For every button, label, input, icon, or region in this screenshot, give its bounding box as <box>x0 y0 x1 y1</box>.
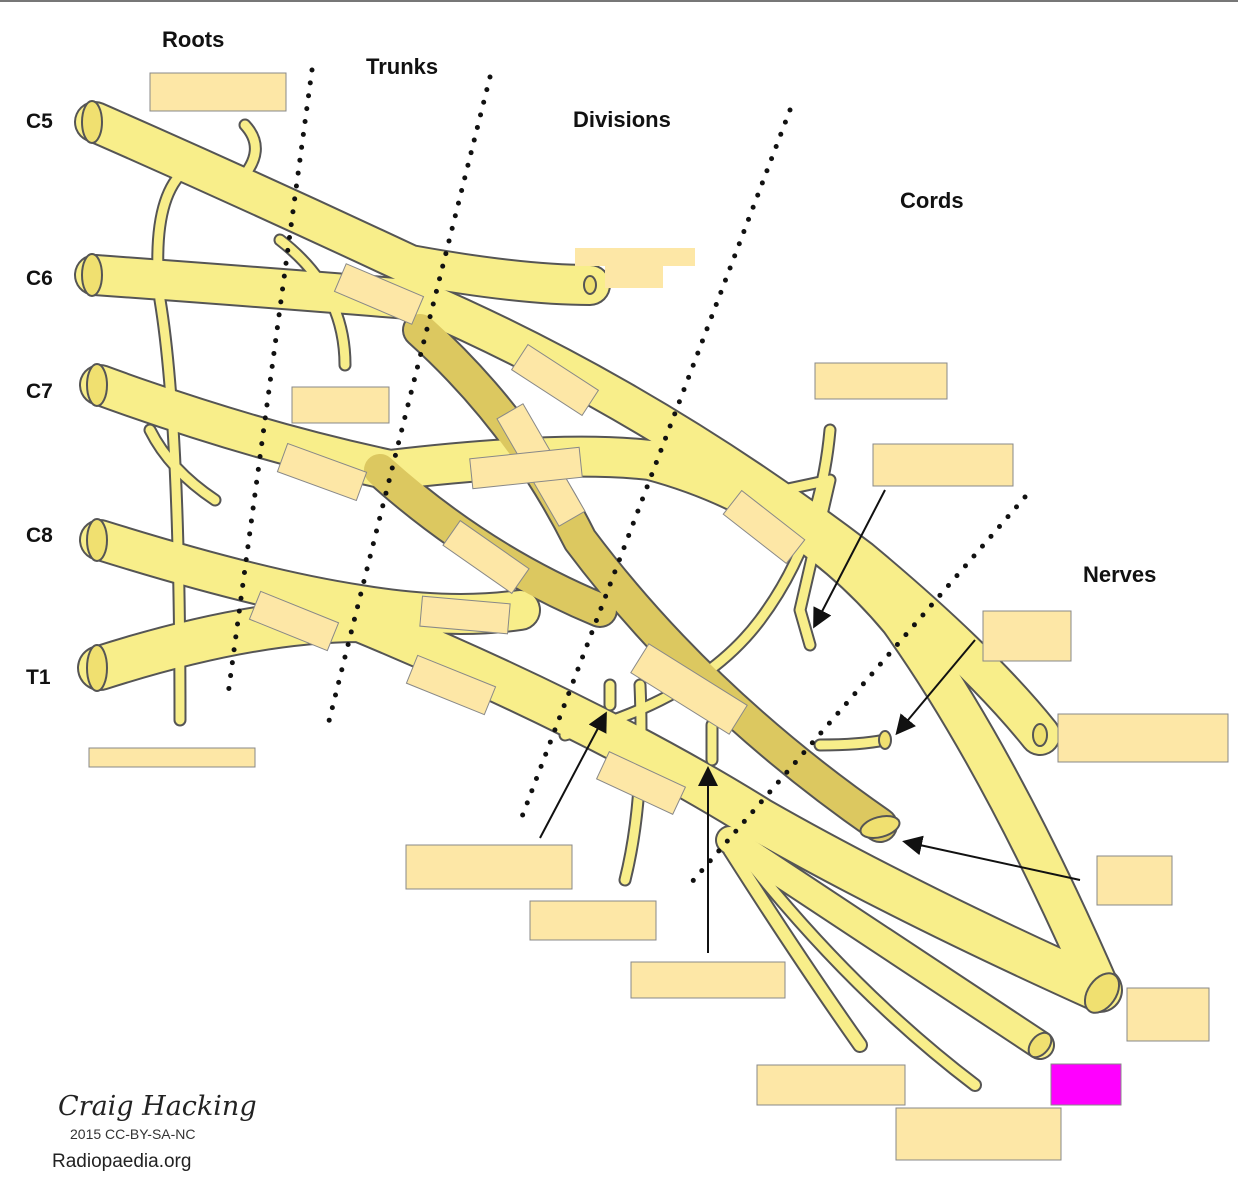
credit-site: Radiopaedia.org <box>52 1151 191 1172</box>
pointer-arrows <box>539 489 1081 953</box>
blank-box <box>895 1107 1062 1161</box>
blank-box <box>1057 713 1229 763</box>
heading-roots: Roots <box>162 27 224 52</box>
blank-box <box>595 750 687 816</box>
blank-box <box>872 443 1014 487</box>
blank-box <box>630 961 786 999</box>
blank-box <box>248 590 340 652</box>
blank-box <box>405 654 497 716</box>
heading-cords: Cords <box>900 188 964 213</box>
blank-box <box>982 610 1072 662</box>
heading-divisions: Divisions <box>573 107 671 132</box>
blank-box <box>814 362 948 400</box>
highlight-box <box>1050 1063 1122 1106</box>
blank-box <box>605 266 663 288</box>
blank-box <box>442 519 530 595</box>
root-label-c6: C6 <box>26 267 53 290</box>
nerve-ends <box>81 100 1121 1059</box>
blank-box <box>1126 987 1210 1042</box>
blank-box <box>756 1064 906 1106</box>
blank-box <box>575 248 695 266</box>
blank-box <box>88 747 256 768</box>
blank-box <box>469 446 583 490</box>
blank-box <box>276 442 368 502</box>
heading-nerves: Nerves <box>1083 562 1156 587</box>
blank-label-boxes <box>88 72 1229 1161</box>
root-label-c7: C7 <box>26 380 53 403</box>
blank-box <box>333 263 425 325</box>
blank-box <box>291 386 390 424</box>
root-label-c8: C8 <box>26 524 53 547</box>
blank-box <box>529 900 657 941</box>
blank-box <box>405 844 573 890</box>
root-label-c5: C5 <box>26 110 53 133</box>
blank-box <box>419 595 511 635</box>
blank-box <box>510 343 600 417</box>
heading-trunks: Trunks <box>366 54 438 79</box>
blank-box <box>630 643 748 735</box>
root-label-t1: T1 <box>26 666 51 689</box>
credit-signature: Craig Hacking <box>58 1091 257 1122</box>
blank-box <box>722 489 806 565</box>
stage-separators <box>225 67 1028 893</box>
blank-box <box>149 72 287 112</box>
credit-license: 2015 CC-BY-SA-NC <box>70 1126 196 1142</box>
blank-box <box>1096 855 1173 906</box>
